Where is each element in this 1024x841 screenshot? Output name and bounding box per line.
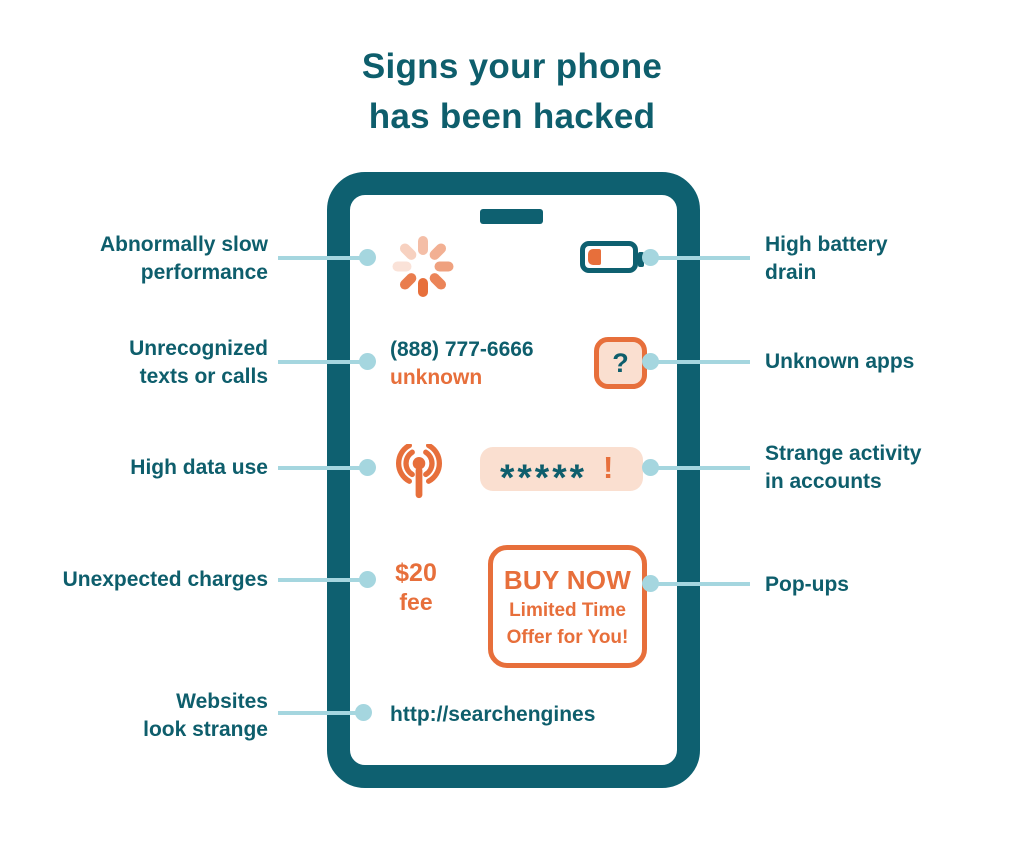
connector-dot	[642, 459, 659, 476]
unknown-app-icon: ?	[594, 337, 647, 389]
cell-signal-icon	[388, 442, 450, 507]
connector-strange-activity	[642, 459, 750, 476]
label-slow-performance: Abnormally slow performance	[99, 233, 268, 284]
label-unrecognized-texts: Unrecognized texts or calls	[129, 337, 268, 388]
connector-dot	[642, 249, 659, 266]
connector-dot	[359, 571, 376, 588]
phone-speaker	[480, 209, 543, 224]
charge-amount: $20	[395, 559, 437, 587]
unexpected-charge: $20 fee	[378, 560, 454, 615]
connector-unexpected-charges	[278, 571, 376, 588]
connector-popups	[642, 575, 750, 592]
popup-line2: Limited Time	[509, 600, 626, 621]
loading-spinner-icon	[387, 230, 459, 302]
page-title: Signs your phone has been hacked	[361, 47, 663, 136]
label-high-data-use: High data use	[130, 456, 268, 479]
low-battery-icon	[580, 241, 644, 273]
label-popups: Pop-ups	[765, 573, 849, 596]
connector-unknown-apps	[642, 353, 750, 370]
connector-dot	[642, 353, 659, 370]
call-number: (888) 777-6666	[390, 338, 534, 361]
connector-dot	[359, 353, 376, 370]
connector-high-data-use	[278, 459, 376, 476]
browser-address: http://searchengines	[390, 703, 596, 726]
label-websites-strange: Websites look strange	[143, 690, 268, 741]
alert-exclamation-icon: !	[603, 450, 614, 485]
call-caller-id: unknown	[390, 366, 483, 389]
connector-slow-performance	[278, 249, 376, 266]
connector-battery-drain	[642, 249, 750, 266]
connector-dot	[355, 704, 372, 721]
question-mark-glyph: ?	[612, 347, 629, 378]
connector-dot	[642, 575, 659, 592]
popup-ad: BUY NOW Limited Time Offer for You!	[488, 545, 647, 668]
label-strange-activity: Strange activity in accounts	[765, 442, 922, 493]
popup-line3: Offer for You!	[506, 627, 629, 648]
battery-level-fill	[588, 249, 601, 265]
incoming-call: (888) 777-6666 unknown	[390, 338, 534, 390]
connector-dot	[359, 249, 376, 266]
password-field: ***** !	[480, 447, 643, 496]
label-unexpected-charges: Unexpected charges	[62, 568, 268, 591]
popup-headline: BUY NOW	[503, 565, 632, 595]
connector-websites-strange	[278, 704, 372, 721]
battery-terminal	[638, 252, 644, 267]
charge-unit: fee	[399, 589, 433, 615]
label-unknown-apps: Unknown apps	[765, 350, 915, 373]
connector-dot	[359, 459, 376, 476]
connector-unrecognized-texts	[278, 353, 376, 370]
label-battery-drain: High battery drain	[765, 233, 888, 284]
